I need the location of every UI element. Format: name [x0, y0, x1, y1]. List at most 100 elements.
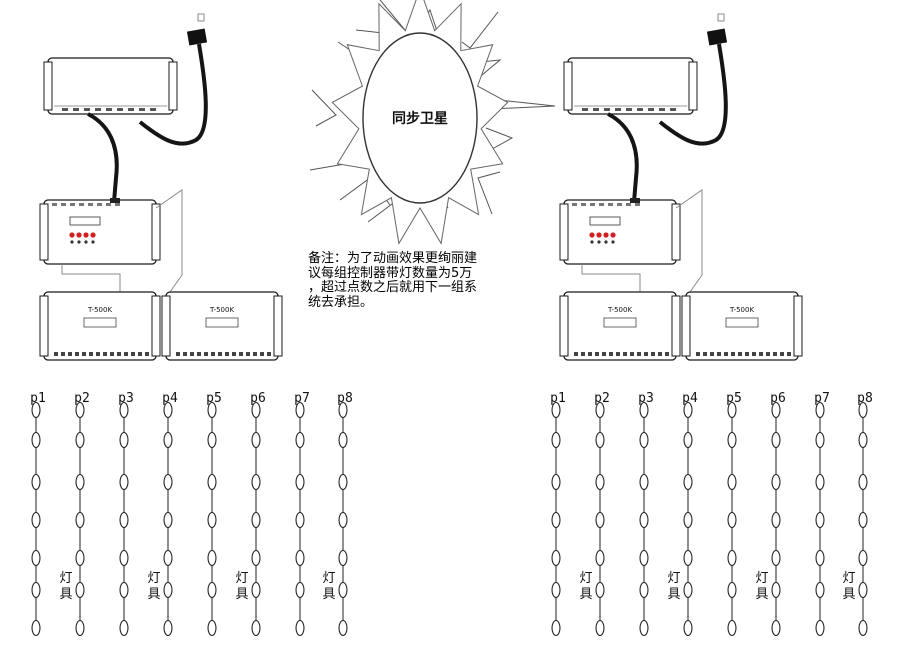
sub-display — [725, 317, 759, 328]
light-node — [595, 549, 605, 567]
sub-port — [183, 352, 187, 356]
string-p7: p7 — [294, 391, 310, 637]
sub-port — [616, 352, 620, 356]
sub-port — [96, 352, 100, 356]
port-label: p7 — [814, 391, 830, 406]
red-button — [76, 232, 82, 238]
data-cable — [607, 112, 639, 203]
sub-port — [651, 352, 655, 356]
light-node — [295, 549, 305, 567]
master-port — [604, 108, 610, 111]
string-p4: p4 — [682, 391, 698, 637]
master-port — [670, 108, 676, 111]
light-node — [771, 549, 781, 567]
sub-port — [787, 352, 791, 356]
master-port — [73, 108, 79, 111]
sub-port — [246, 352, 250, 356]
sub-port — [780, 352, 784, 356]
sub-display — [83, 317, 117, 328]
sub-port — [253, 352, 257, 356]
light-node — [595, 581, 605, 599]
sub-port — [131, 352, 135, 356]
light-node — [119, 401, 129, 419]
light-node — [858, 511, 868, 529]
light-node — [771, 401, 781, 419]
master-ear-right — [168, 61, 178, 111]
controller-box — [563, 199, 677, 265]
light-node — [815, 473, 825, 491]
master-port — [659, 108, 665, 111]
light-node — [207, 549, 217, 567]
light-node — [207, 401, 217, 419]
fixture-char: 具 — [579, 587, 592, 602]
string-p8: p8 — [857, 391, 873, 637]
fixture-char: 具 — [59, 587, 72, 602]
controller-top-port — [608, 203, 613, 206]
fixture-label: 灯具 — [755, 571, 768, 602]
note-block: 备注：为了动画效果更绚丽建 议每组控制器带灯数量为5万 ，超过点数之后就用下一组… — [308, 251, 530, 310]
light-node — [119, 511, 129, 529]
fixture-char: 具 — [147, 587, 160, 602]
sub-port — [637, 352, 641, 356]
controller-top-port — [61, 203, 66, 206]
controller-top-port — [626, 203, 631, 206]
satellite-ray-2 — [311, 89, 337, 127]
sub-port — [696, 352, 700, 356]
light-node — [683, 401, 693, 419]
power-plug — [186, 28, 208, 46]
master-port — [106, 108, 112, 111]
light-node — [858, 619, 868, 637]
master-port — [626, 108, 632, 111]
light-node — [815, 511, 825, 529]
sub-controller-label: T-500K — [87, 306, 113, 314]
fixture-label: 灯具 — [579, 571, 592, 602]
string-p2: p2 — [74, 391, 90, 637]
controller-top-port — [581, 203, 586, 206]
light-node — [295, 431, 305, 449]
light-node — [75, 431, 85, 449]
light-node — [75, 619, 85, 637]
light-node — [639, 473, 649, 491]
sub-ear-right — [671, 295, 681, 357]
controller-ear-right — [151, 203, 161, 261]
string-p1: p1 — [550, 391, 566, 637]
light-node — [683, 431, 693, 449]
sub-port — [745, 352, 749, 356]
button-dot — [590, 240, 594, 244]
sub-port — [658, 352, 662, 356]
controller-top-port — [70, 203, 75, 206]
controller-top-port — [572, 203, 577, 206]
master-port — [84, 108, 90, 111]
light-node — [251, 431, 261, 449]
sub-controller: T-500K — [161, 291, 283, 361]
master-port — [582, 108, 588, 111]
sub-ear-right — [151, 295, 161, 357]
light-node — [119, 549, 129, 567]
light-node — [595, 619, 605, 637]
light-node — [163, 473, 173, 491]
light-node — [771, 511, 781, 529]
sub-ear-left — [161, 295, 171, 357]
sub-port — [738, 352, 742, 356]
controller-top-port — [590, 203, 595, 206]
plug-tag — [717, 13, 725, 22]
sub-port — [703, 352, 707, 356]
controller-top-port — [97, 203, 102, 206]
button-dot — [604, 240, 608, 244]
light-node — [251, 581, 261, 599]
link-line — [155, 189, 183, 293]
controller-top-port — [52, 203, 57, 206]
light-node — [727, 581, 737, 599]
light-node — [771, 619, 781, 637]
light-node — [815, 619, 825, 637]
button-dot — [611, 240, 615, 244]
sub-port — [124, 352, 128, 356]
button-dot — [91, 240, 95, 244]
light-node — [119, 619, 129, 637]
sub-port — [773, 352, 777, 356]
port-label: p4 — [682, 391, 698, 406]
port-label: p1 — [550, 391, 566, 406]
fixture-char: 灯 — [842, 571, 855, 586]
